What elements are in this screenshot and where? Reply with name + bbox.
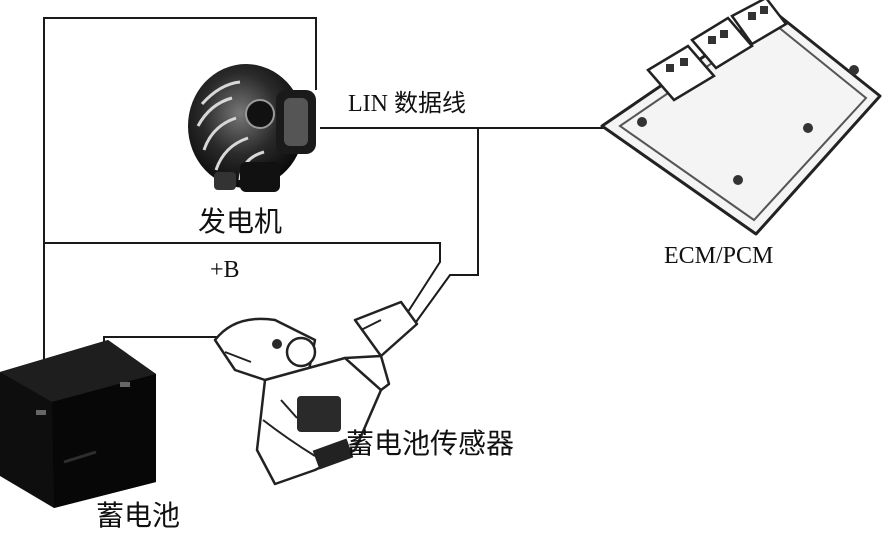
battery-icon [0, 340, 156, 508]
battery-label: 蓄电池 [96, 499, 181, 532]
b-plus-label: +B [210, 257, 240, 283]
ecm-pcm-label: ECM/PCM [664, 243, 774, 269]
b-plus-wire [44, 242, 441, 319]
battery-sensor-icon [213, 300, 419, 486]
generator-positive-wire [43, 17, 317, 372]
generator-icon [188, 64, 316, 192]
lin-data-line-label: LIN 数据线 [348, 91, 466, 117]
battery-sensor-label: 蓄电池传感器 [346, 427, 515, 460]
ecm-pcm-icon [600, 0, 882, 236]
generator-label: 发电机 [198, 205, 283, 238]
lin-branch-wire [415, 128, 479, 323]
